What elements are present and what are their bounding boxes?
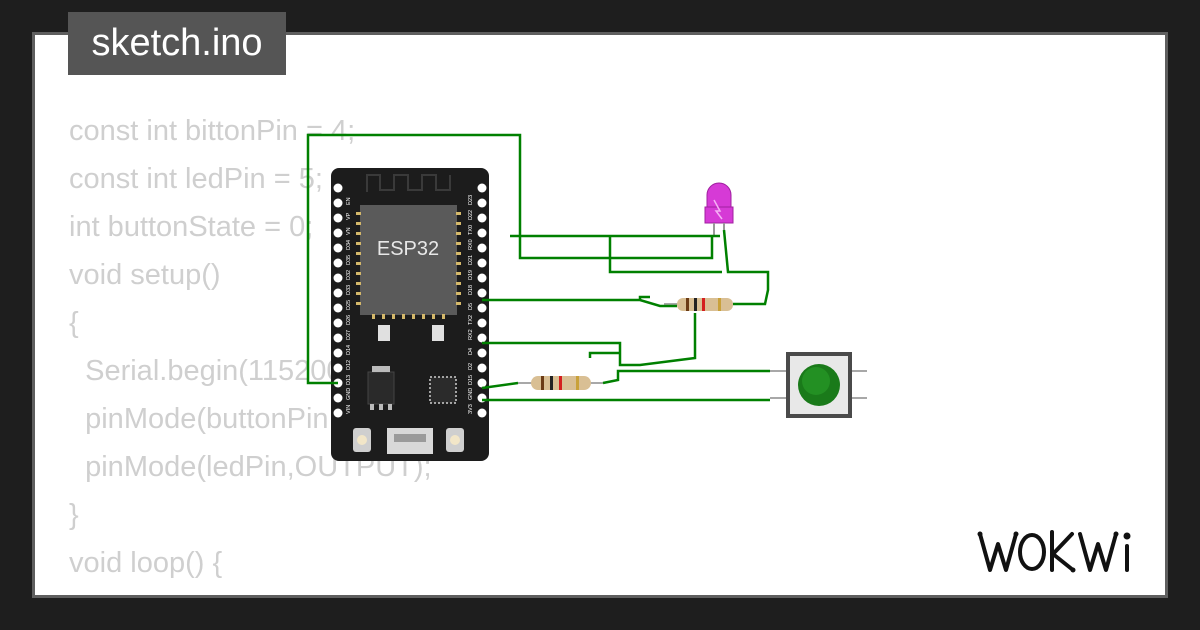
pin-label: D27	[346, 330, 352, 340]
pin-label: VIN	[346, 405, 352, 414]
push-button[interactable]	[770, 352, 867, 418]
pin-label: D19	[468, 270, 474, 280]
pin-label: D25	[346, 300, 352, 310]
resistor-led[interactable]	[664, 298, 744, 311]
pin-label: 3V3	[468, 404, 474, 414]
pin-label: GND	[346, 388, 352, 400]
pin-label: D4	[468, 348, 474, 355]
pin-label: D33	[346, 285, 352, 295]
pin-label: D26	[346, 315, 352, 325]
code-background: const int bittonPin = 4; const int ledPin…	[69, 107, 562, 595]
pin-label: TX2	[468, 315, 474, 325]
pin-label: D35	[346, 255, 352, 265]
code-line: int buttonState = 0;	[69, 211, 314, 243]
pin-label: D34	[346, 240, 352, 250]
canvas-card: const int bittonPin = 4; const int ledPin…	[32, 32, 1168, 598]
pin-label: D22	[468, 210, 474, 220]
pin-label: D12	[346, 360, 352, 370]
file-tab[interactable]: sketch.ino	[68, 12, 286, 75]
pin-label: VN	[346, 227, 352, 235]
board-label: ESP32	[377, 238, 439, 260]
pin-label: TX0	[468, 225, 474, 235]
code-line: const int bittonPin = 4;	[69, 115, 356, 147]
code-line: {	[69, 307, 79, 339]
code-line: Serial.begin(115200);	[69, 355, 361, 387]
code-line: void setup()	[69, 259, 221, 291]
code-line: void loop() {	[69, 547, 223, 579]
led[interactable]	[704, 182, 734, 236]
pin-label: D18	[468, 285, 474, 295]
pin-label: D32	[346, 270, 352, 280]
pin-label: D15	[468, 375, 474, 385]
code-line: const int ledPin = 5;	[69, 163, 323, 195]
pin-label: D13	[346, 375, 352, 385]
code-line: }	[69, 499, 79, 531]
resistor-button[interactable]	[518, 376, 603, 390]
pin-label: D21	[468, 255, 474, 265]
pin-label: RX2	[468, 329, 474, 340]
pin-label: RX0	[468, 239, 474, 250]
pin-label: VP	[346, 212, 352, 220]
esp32-board[interactable]: ESP32 EN VP VN D34 D	[331, 168, 489, 461]
pin-label: D14	[346, 345, 352, 355]
wokwi-logo	[977, 530, 1131, 573]
pin-label: D23	[468, 195, 474, 205]
pin-label: D5	[468, 303, 474, 310]
pin-label: GND	[468, 388, 474, 400]
pin-label: EN	[346, 197, 352, 205]
wires	[306, 133, 770, 402]
pin-label: D2	[468, 363, 474, 370]
